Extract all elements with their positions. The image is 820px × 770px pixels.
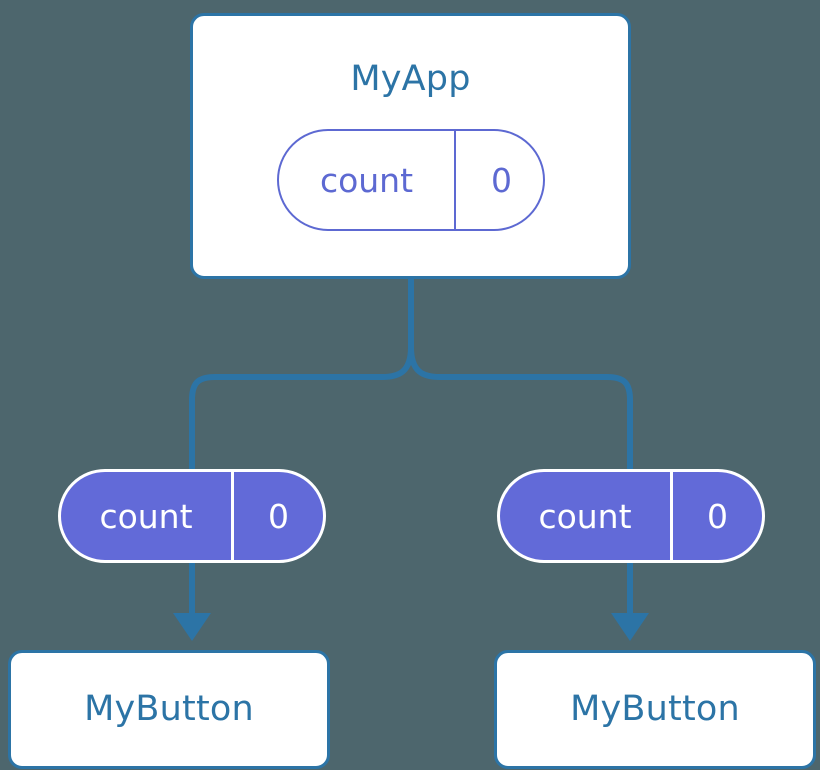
branch-line-right (408, 346, 633, 470)
component-myapp-title: MyApp (350, 59, 471, 99)
state-pill-root-key: count (319, 160, 414, 200)
prop-pill-left-key: count (99, 496, 193, 536)
branch-line-left (189, 346, 414, 470)
prop-pill-count-left[interactable]: count 0 (58, 469, 326, 563)
prop-pill-right-value: 0 (670, 472, 762, 560)
prop-arrow-right-head (611, 613, 649, 641)
prop-pill-left-value: 0 (231, 472, 323, 560)
component-mybutton-right-title: MyButton (570, 689, 740, 729)
state-pill-count-root[interactable]: count 0 (277, 129, 545, 231)
component-mybutton-left[interactable]: MyButton (8, 650, 330, 769)
component-mybutton-left-title: MyButton (84, 689, 254, 729)
component-mybutton-right[interactable]: MyButton (494, 650, 816, 769)
prop-arrow-left-head (173, 613, 211, 641)
prop-pill-count-right[interactable]: count 0 (497, 469, 765, 563)
prop-pill-right-key: count (538, 496, 632, 536)
state-pill-root-value: 0 (454, 131, 543, 229)
